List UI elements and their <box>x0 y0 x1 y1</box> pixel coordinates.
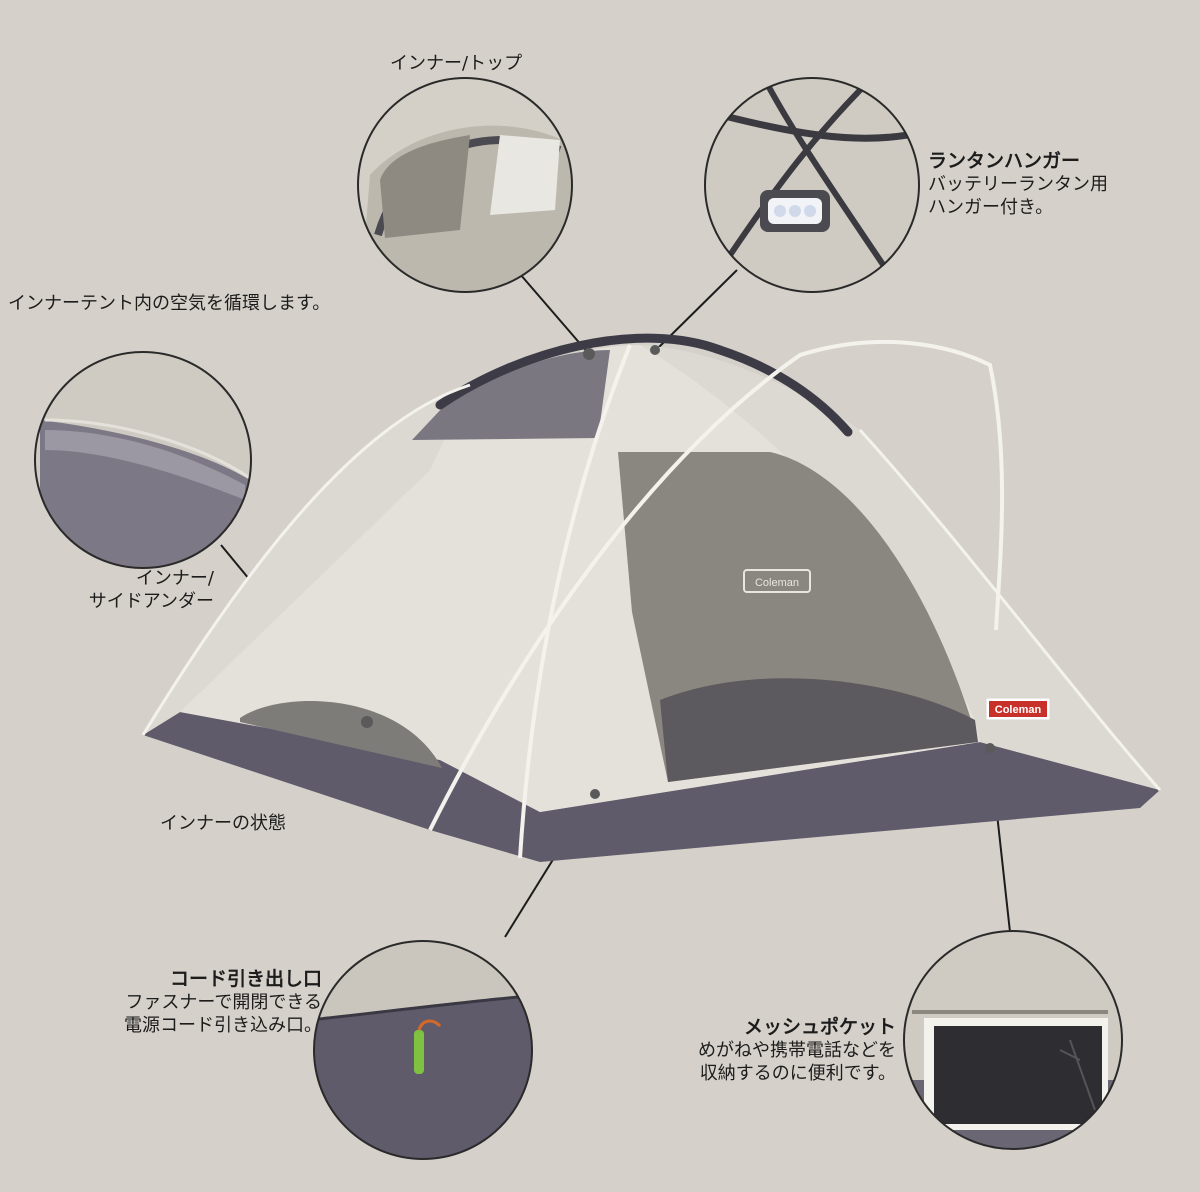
inner-state-text: インナーの状態 <box>160 813 286 834</box>
corner-logo-text: Coleman <box>995 704 1042 716</box>
detail-circle-mesh <box>903 930 1123 1150</box>
leader-line-inner-top <box>519 273 590 355</box>
label-inner-top: インナー/トップ <box>390 52 522 75</box>
label-inner-state: インナーの状態 <box>160 812 286 835</box>
inner-side-text-2: サイドアンダー <box>88 591 214 612</box>
cord-desc-1: ファスナーで開閉できる <box>125 992 322 1013</box>
lantern-desc-1: バッテリーランタン用 <box>928 174 1108 195</box>
label-mesh-pocket: メッシュポケット めがねや携帯電話などを 収納するのに便利です。 <box>640 1016 896 1085</box>
label-circulation: インナーテント内の空気を循環します。 <box>8 292 330 315</box>
door-logo-plate <box>743 569 811 593</box>
label-cord-outlet: コード引き出し口 ファスナーで開閉できる 電源コード引き込み口。 <box>60 968 322 1037</box>
cord-title: コード引き出し口 <box>169 968 322 990</box>
cord-desc-2: 電源コード引き込み口。 <box>124 1015 322 1036</box>
detail-circle-lantern <box>704 77 920 293</box>
inner-side-text-1: インナー/ <box>135 568 214 589</box>
mesh-desc-2: 収納するのに便利です。 <box>699 1063 896 1084</box>
mesh-desc-1: めがねや携帯電話などを <box>698 1040 896 1061</box>
mesh-title: メッシュポケット <box>743 1016 896 1038</box>
detail-circle-inner-top <box>357 77 573 293</box>
label-inner-side: インナー/ サイドアンダー <box>64 567 214 613</box>
tent <box>141 333 1162 862</box>
label-lantern-hanger: ランタンハンガー バッテリーランタン用 ハンガー付き。 <box>928 150 1108 219</box>
lantern-title: ランタンハンガー <box>928 150 1081 172</box>
detail-circle-inner-side <box>34 351 252 569</box>
door-logo-text: Coleman <box>755 577 799 589</box>
inner-top-text: インナー/トップ <box>390 53 523 74</box>
detail-circle-cord <box>313 940 533 1160</box>
lantern-desc-2: ハンガー付き。 <box>928 197 1054 218</box>
circulation-text: インナーテント内の空気を循環します。 <box>8 293 331 314</box>
